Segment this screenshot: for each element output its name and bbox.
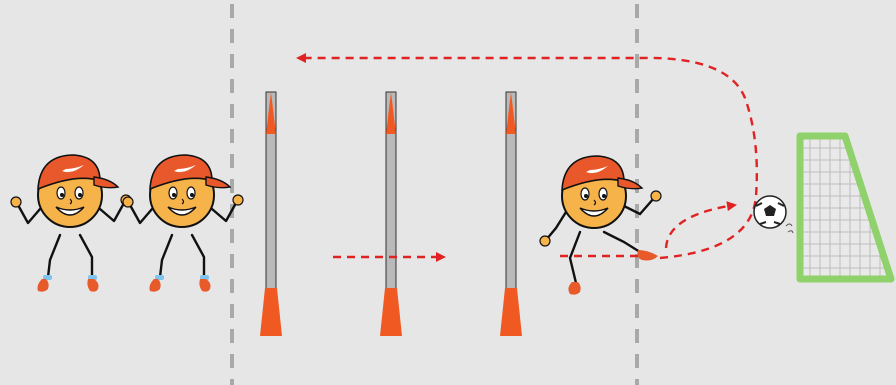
drill-diagram — [0, 0, 896, 385]
